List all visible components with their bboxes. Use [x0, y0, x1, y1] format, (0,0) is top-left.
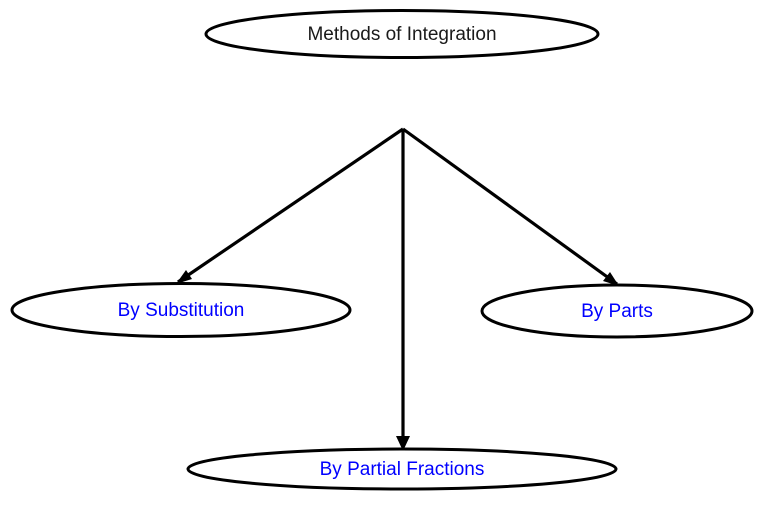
node-label-root: Methods of Integration — [307, 24, 496, 45]
edge-to-by-substitution — [176, 127, 404, 284]
arrowhead-down — [396, 436, 410, 451]
node-label-by-substitution: By Substitution — [118, 300, 245, 321]
node-label-by-parts: By Parts — [581, 301, 653, 322]
arrowhead-right — [603, 272, 619, 286]
edge-to-by-partial-fractions — [396, 129, 410, 451]
node-by-partial-fractions[interactable]: By Partial Fractions — [186, 447, 618, 491]
edge-to-by-parts — [402, 127, 619, 286]
node-methods-of-integration[interactable]: Methods of Integration — [204, 9, 600, 59]
arrowhead-left — [176, 270, 192, 284]
edge-line-left — [177, 127, 404, 284]
node-by-parts[interactable]: By Parts — [480, 283, 754, 339]
node-shape-root — [204, 9, 600, 59]
node-by-substitution[interactable]: By Substitution — [10, 282, 352, 338]
node-shape-by-partial-fractions — [186, 447, 618, 491]
node-shape-by-parts — [480, 283, 754, 339]
node-label-by-partial-fractions: By Partial Fractions — [320, 459, 485, 480]
node-shape-by-substitution — [10, 282, 352, 338]
edge-line-right — [402, 127, 618, 286]
